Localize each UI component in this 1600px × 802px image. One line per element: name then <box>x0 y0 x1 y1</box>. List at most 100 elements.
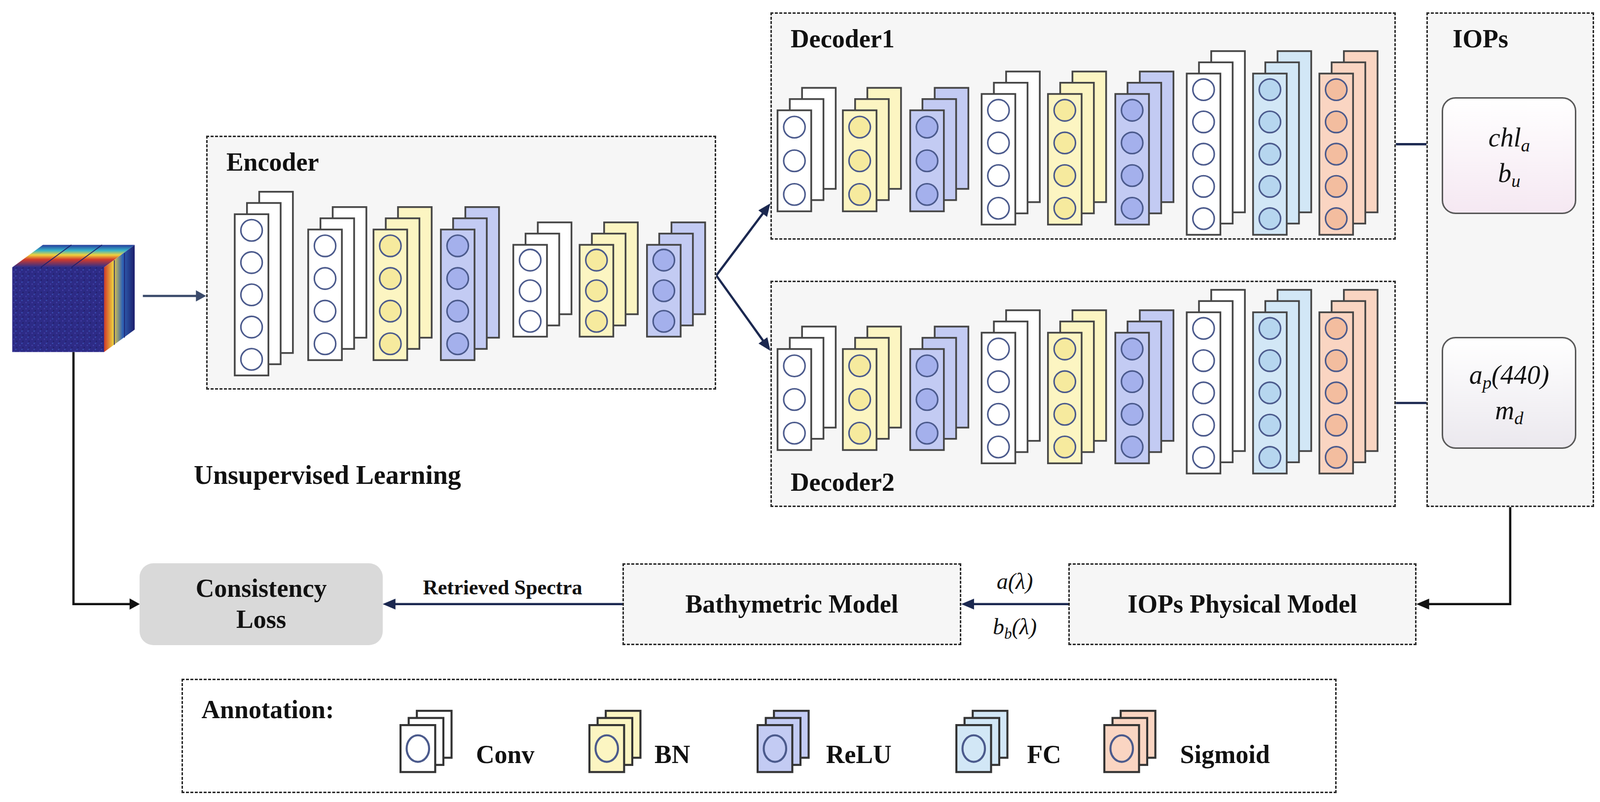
arrowhead <box>961 598 975 610</box>
neuron <box>519 280 541 302</box>
layer-sheet <box>234 214 269 376</box>
layer-sheet <box>308 229 342 361</box>
layer-stack <box>1048 310 1107 464</box>
neuron <box>987 99 1010 121</box>
node-title: Encoder <box>226 146 320 178</box>
arrowhead <box>758 337 771 352</box>
neuron <box>916 422 938 444</box>
connector-line <box>716 213 764 276</box>
arrowhead <box>758 203 771 217</box>
decoder-block: Decoder1 <box>770 12 1396 240</box>
legend-swatch <box>588 708 648 774</box>
parameter-name: ap(440) <box>1469 357 1550 394</box>
layer-sheet <box>1115 332 1149 464</box>
model-box: Bathymetric Model <box>622 563 962 646</box>
neuron <box>379 300 401 322</box>
connector <box>716 275 771 351</box>
neuron <box>314 267 336 290</box>
parameter-name: bu <box>1497 155 1521 192</box>
legend-item: Conv <box>475 739 535 770</box>
neuron <box>1121 370 1143 393</box>
neuron <box>1054 338 1076 360</box>
neuron <box>653 249 675 271</box>
neuron <box>585 310 608 332</box>
neuron <box>916 388 938 410</box>
neuron <box>1054 403 1076 425</box>
connector <box>382 598 623 610</box>
neuron <box>1325 414 1347 436</box>
connector <box>716 203 771 276</box>
subscript: p <box>1482 372 1492 393</box>
neuron <box>1121 132 1143 154</box>
subscript: d <box>1514 408 1524 429</box>
node-title: IOPs <box>1452 23 1509 55</box>
layer-stack <box>579 222 638 337</box>
layer-sheet <box>1048 332 1082 464</box>
label-holder: Annotation: <box>201 694 334 726</box>
layer-sheet <box>1186 73 1221 235</box>
neuron <box>1121 338 1143 360</box>
swatch-neuron <box>1110 735 1134 763</box>
neuron <box>987 370 1010 393</box>
neuron <box>783 355 805 377</box>
neuron <box>848 422 871 444</box>
neuron <box>1325 349 1347 371</box>
neuron <box>1325 143 1347 165</box>
swatch-sheet <box>1104 725 1139 772</box>
parameter-box: chlabu <box>1441 97 1577 215</box>
neuron <box>1193 349 1215 371</box>
neuron <box>314 300 336 322</box>
neuron <box>1325 207 1347 229</box>
connector-line <box>394 602 623 606</box>
layer-sheet <box>981 332 1016 464</box>
label-patch: Retrieved Spectra <box>422 575 582 599</box>
neuron <box>1259 207 1281 229</box>
neuron <box>1259 317 1281 339</box>
layer-stack <box>373 207 432 361</box>
layer-stack <box>842 87 902 212</box>
layer-sheet <box>647 245 681 337</box>
layer-stack <box>909 326 969 450</box>
neuron <box>783 183 805 205</box>
node-title: Decoder1 <box>790 23 895 55</box>
neuron <box>916 116 938 138</box>
neuron <box>1193 382 1215 404</box>
neuron <box>1054 370 1076 393</box>
layer-sheet <box>1115 93 1149 225</box>
neuron <box>240 219 262 241</box>
neuron <box>1325 446 1347 469</box>
layer-stack <box>647 222 706 337</box>
hyperspectral-cube <box>12 244 135 352</box>
input-arrow <box>143 290 207 302</box>
layer-sheet <box>909 349 944 451</box>
node-title: IOPs Physical Model <box>1127 588 1357 620</box>
section-label: Unsupervised Learning <box>193 459 462 492</box>
legend-item: FC <box>1026 739 1061 770</box>
decoder-block: Decoder2 <box>770 280 1396 508</box>
neuron <box>1259 446 1281 469</box>
neuron <box>1325 110 1347 133</box>
swatch-sheet <box>757 725 793 772</box>
node-title: Decoder2 <box>790 467 895 498</box>
neuron <box>1259 175 1281 197</box>
neuron <box>916 149 938 172</box>
layer-stack <box>1253 50 1312 235</box>
neuron <box>987 403 1010 425</box>
legend-item: Sigmoid <box>1180 739 1271 770</box>
neuron <box>446 267 469 290</box>
neuron <box>1193 78 1215 101</box>
layer-stack <box>981 71 1040 225</box>
neuron <box>1193 207 1215 229</box>
edge-label: a(λ) bb(λ) <box>992 558 1037 650</box>
neuron <box>1054 197 1076 219</box>
layer-sheet <box>1186 312 1221 474</box>
layer-stack <box>440 207 500 361</box>
layer-sheet <box>1048 93 1082 225</box>
neuron <box>848 183 871 205</box>
swatch-neuron <box>406 735 430 763</box>
neuron <box>1325 78 1347 101</box>
neuron <box>848 116 871 138</box>
neuron <box>240 284 262 306</box>
neuron <box>1054 132 1076 154</box>
neuron <box>1259 349 1281 371</box>
